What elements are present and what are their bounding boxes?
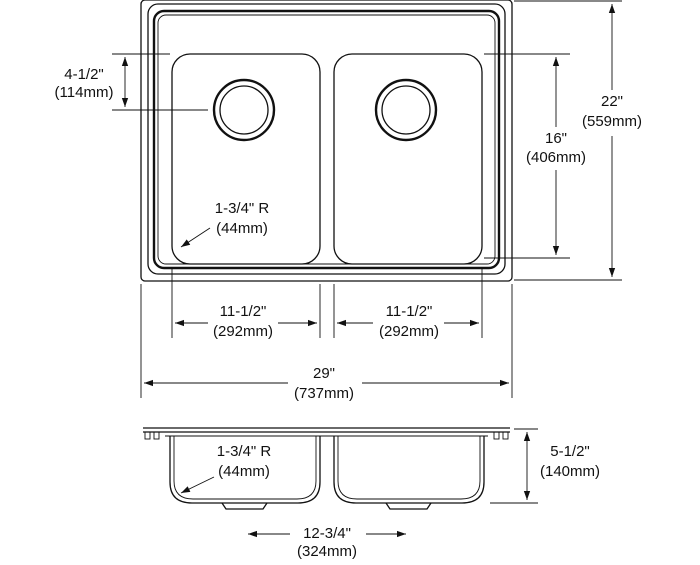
bowl-height-inch: 5-1/2" xyxy=(550,443,590,460)
right-bowl xyxy=(333,53,483,265)
drain-spacing-dimension: 12-3/4" (324mm) xyxy=(248,525,406,560)
bowl-width-right-dimension: 11-1/2" (292mm) xyxy=(337,303,479,340)
corner-radius-top-inch: 1-3/4" R xyxy=(215,200,270,217)
right-drain xyxy=(374,78,438,142)
left-drain-stub xyxy=(221,502,268,510)
overall-depth-inch: 22" xyxy=(601,93,623,110)
bowl-width-right-mm: (292mm) xyxy=(379,323,439,340)
drain-spacing-mm: (324mm) xyxy=(297,543,357,560)
overall-depth-mm: (559mm) xyxy=(582,113,642,130)
bowl-width-left-mm: (292mm) xyxy=(213,323,273,340)
overall-width-mm: (737mm) xyxy=(294,385,354,402)
left-drain xyxy=(212,78,276,142)
bowl-width-left-inch: 11-1/2" xyxy=(220,303,267,320)
overall-width-inch: 29" xyxy=(313,365,335,382)
left-bowl xyxy=(171,53,321,265)
drain-offset-dimension: 4-1/2" (114mm) xyxy=(55,53,208,111)
rim-inner-edge xyxy=(147,3,506,275)
bowl-width-left-dimension: 11-1/2" (292mm) xyxy=(175,303,317,340)
bowl-length-mm: (406mm) xyxy=(526,149,586,166)
corner-radius-top-mm: (44mm) xyxy=(216,220,268,237)
corner-radius-side-mm: (44mm) xyxy=(218,463,270,480)
corner-radius-side-callout: 1-3/4" R (44mm) xyxy=(180,443,272,494)
mounting-clip-right-2 xyxy=(502,431,509,440)
mounting-clip-left-2 xyxy=(153,431,160,440)
deck-edge xyxy=(152,9,501,270)
right-bowl-profile xyxy=(333,436,485,504)
right-bowl-profile-inner xyxy=(337,436,481,500)
bowl-height-mm: (140mm) xyxy=(540,463,600,480)
deck-inner-edge xyxy=(157,14,496,265)
bowl-length-dimension: 16" (406mm) xyxy=(484,53,586,259)
left-bowl-profile-inner xyxy=(173,436,317,500)
right-drain-stub xyxy=(385,502,432,510)
drain-spacing-inch: 12-3/4" xyxy=(303,525,351,542)
top-view: 4-1/2" (114mm) 16" (406mm) 22" (559mm) 1… xyxy=(55,0,642,402)
mounting-clip-right-1 xyxy=(493,431,500,440)
bowl-length-inch: 16" xyxy=(545,130,567,147)
drain-offset-inch: 4-1/2" xyxy=(64,66,104,83)
corner-radius-top-callout: 1-3/4" R (44mm) xyxy=(180,200,270,248)
corner-radius-side-inch: 1-3/4" R xyxy=(217,443,272,460)
left-bowl-profile xyxy=(169,436,321,504)
bowl-width-right-inch: 11-1/2" xyxy=(386,303,433,320)
overall-depth-dimension: 22" (559mm) xyxy=(514,0,642,281)
bowl-height-dimension: 5-1/2" (140mm) xyxy=(490,428,600,504)
overall-width-dimension: 29" (737mm) xyxy=(144,365,509,402)
side-view: 1-3/4" R (44mm) 5-1/2" (140mm) 12-3/4" (… xyxy=(143,427,600,560)
drain-offset-mm: (114mm) xyxy=(55,84,114,101)
mounting-clip-left-1 xyxy=(144,431,151,440)
outer-rim xyxy=(140,0,513,282)
